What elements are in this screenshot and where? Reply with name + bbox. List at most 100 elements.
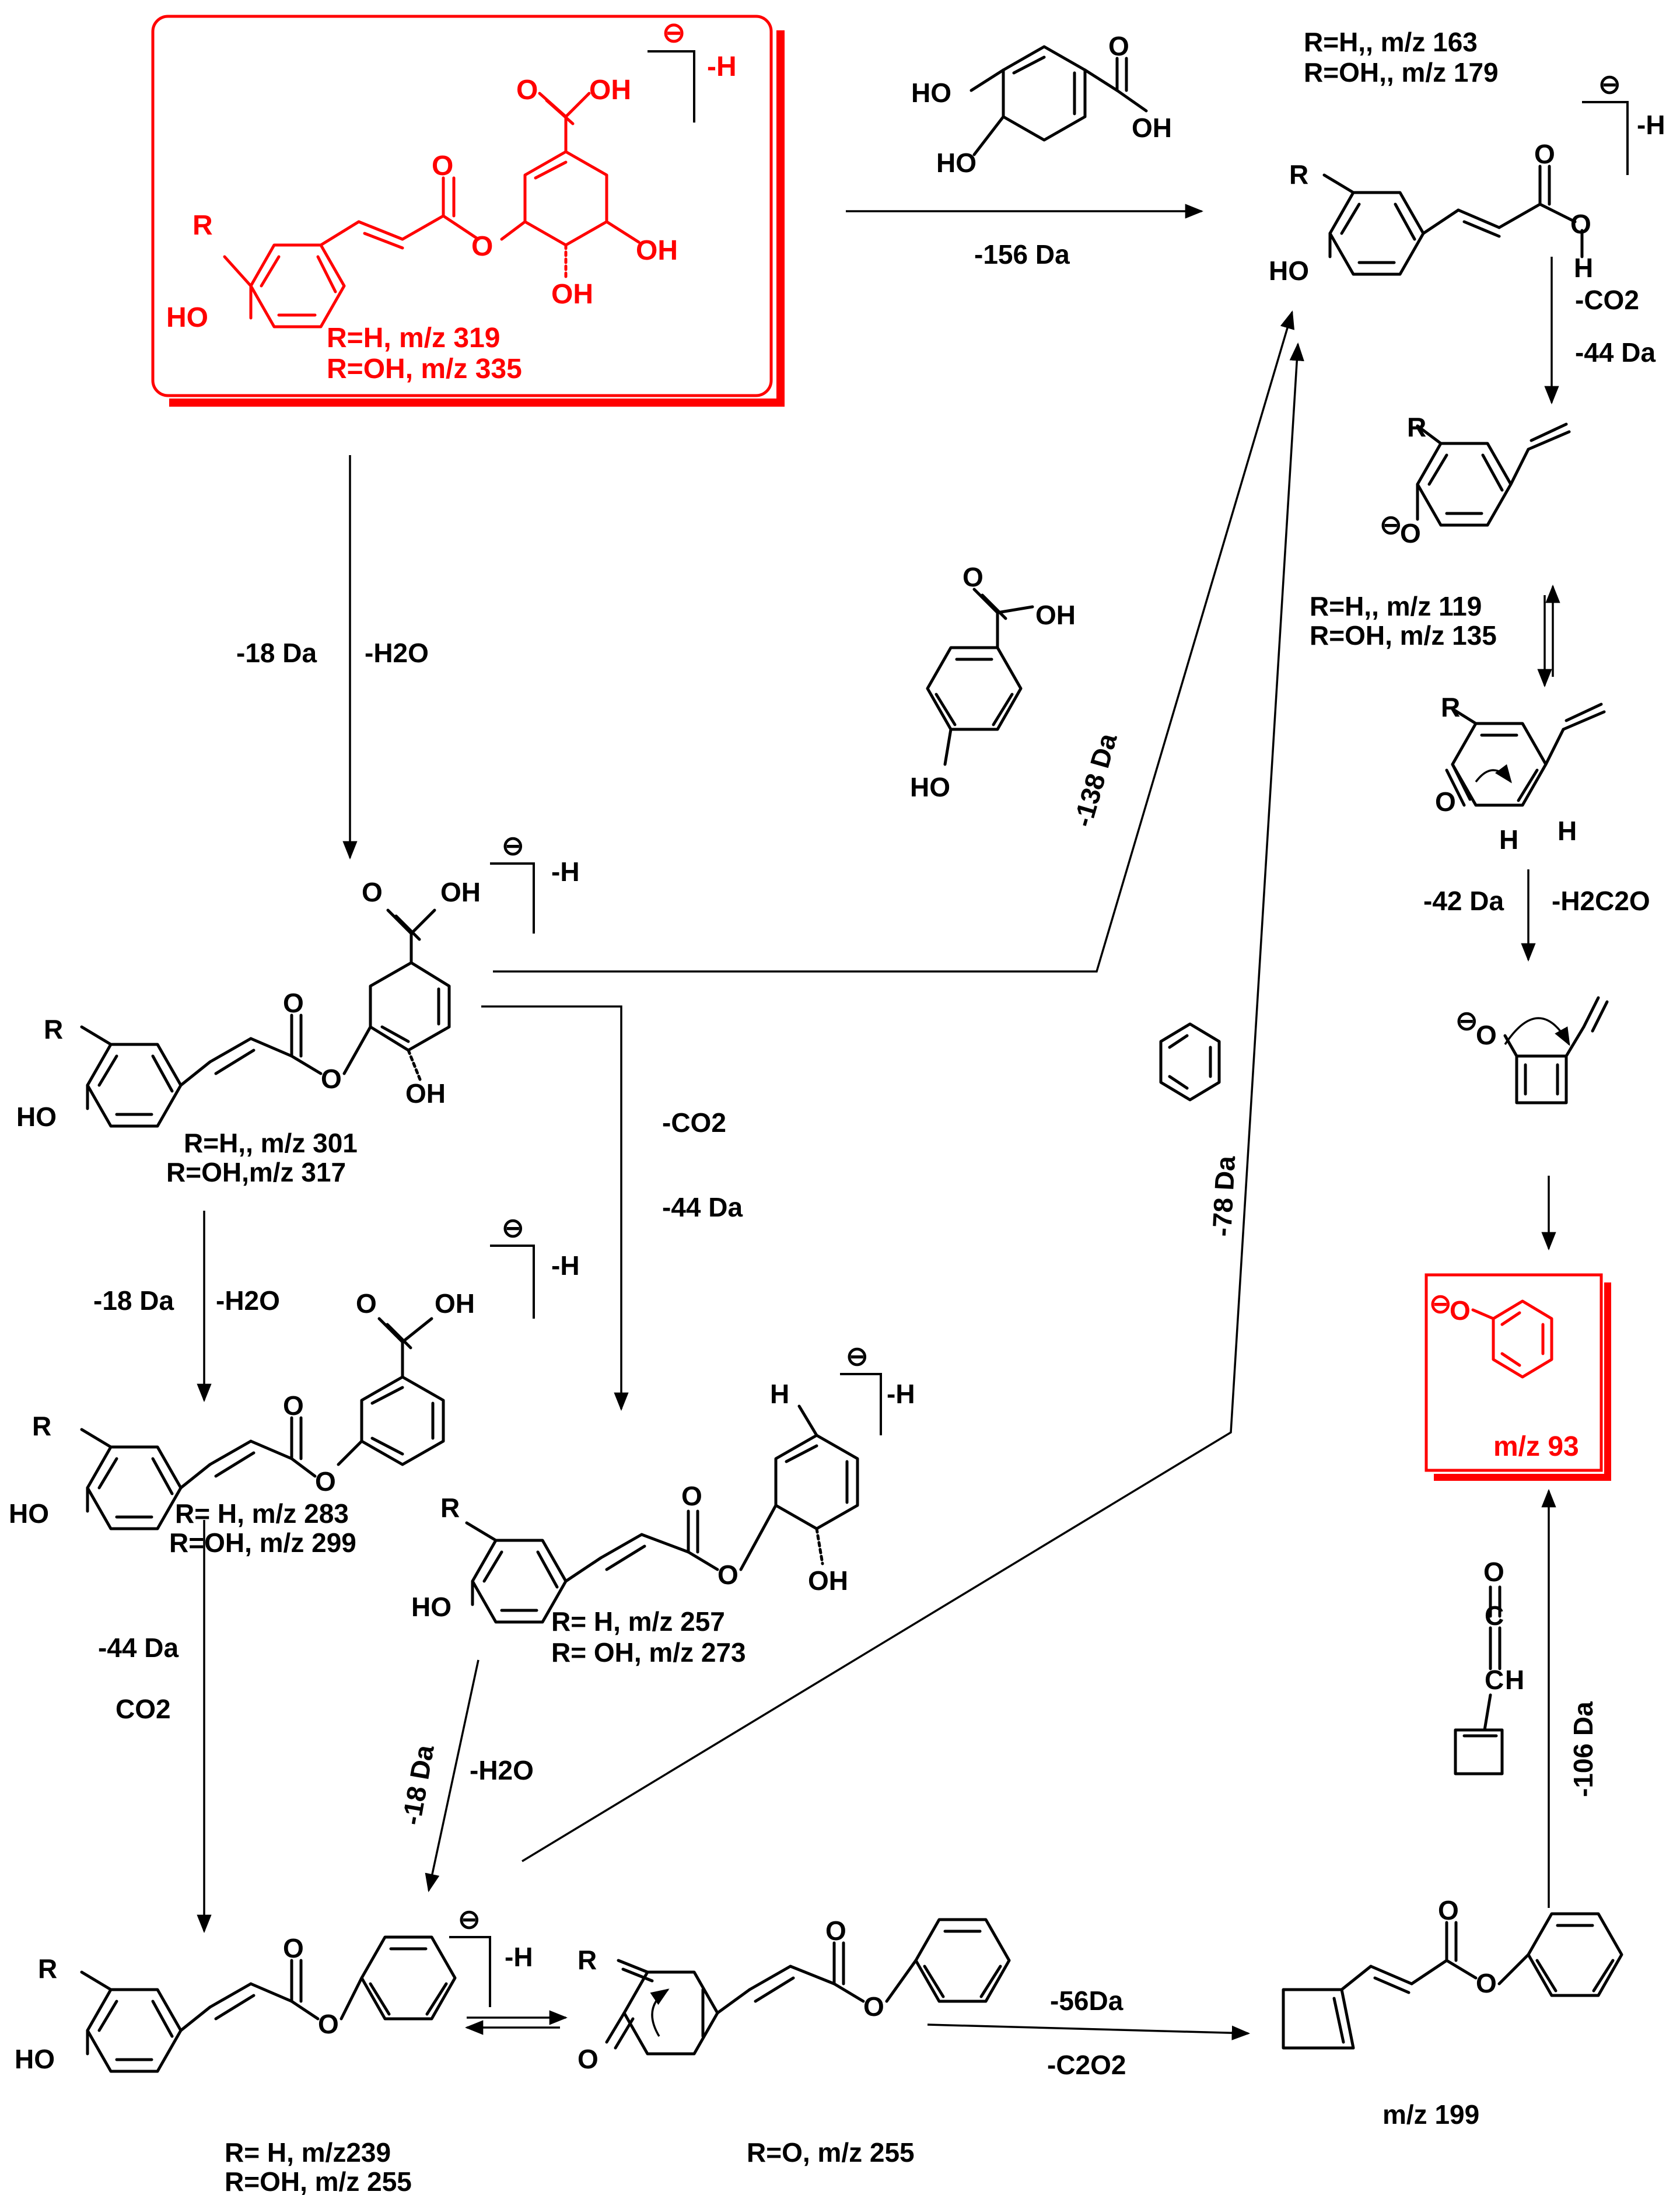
m283-r: R	[32, 1411, 51, 1441]
m199-label: m/z 199	[1382, 2099, 1479, 2130]
m301-ho: HO	[16, 1102, 57, 1132]
m257-label-oh: R= OH, m/z 273	[551, 1637, 746, 1668]
phenolate-structure	[1471, 1299, 1553, 1379]
co2-b-label: -CO2	[662, 1107, 726, 1138]
m239-label-h: R= H, m/z239	[225, 2137, 391, 2168]
precursor-ester-o: O	[471, 231, 493, 262]
m255-r: R	[578, 1945, 597, 1975]
m239-r: R	[38, 1953, 57, 1984]
m257-ester-o: O	[718, 1560, 738, 1590]
precursor-box	[151, 15, 785, 407]
qm-o: O	[1435, 787, 1456, 817]
loss-78-label: -78 Da	[1206, 1155, 1241, 1238]
loss-42-label: -42 Da	[1423, 886, 1504, 916]
cyclobutadiene-structure	[1503, 996, 1609, 1105]
acid-structure	[1322, 165, 1584, 276]
precursor-charge: ⊖	[662, 18, 685, 48]
m199-structure	[1282, 1912, 1623, 2050]
styrene-o: O	[1400, 518, 1421, 548]
final-o: O	[1450, 1295, 1471, 1326]
m239-ho: HO	[15, 2044, 55, 2074]
qm-h1: H	[1499, 824, 1518, 855]
m255-o: O	[578, 2044, 598, 2074]
m283-label-oh: R=OH, m/z 299	[169, 1528, 356, 1558]
precursor-oh-2: OH	[551, 279, 593, 310]
precursor-label-oh: R=OH, m/z 335	[327, 354, 522, 385]
final-box	[1424, 1273, 1611, 1481]
m257-oh: OH	[808, 1565, 848, 1596]
m283-ester-o: O	[315, 1466, 336, 1497]
final-charge: ⊖	[1429, 1288, 1452, 1319]
acid-h: H	[1574, 253, 1593, 283]
qm-h2: H	[1558, 816, 1577, 846]
arrow-56	[927, 2023, 1251, 2040]
c2o2-label: -C2O2	[1047, 2050, 1126, 2080]
acid-label-oh: R=OH,, m/z 179	[1304, 57, 1499, 88]
cb-o: O	[1476, 1020, 1497, 1050]
benzene-structure	[1159, 1022, 1221, 1102]
hydroxybenzoic-structure	[926, 588, 1034, 766]
ketene-h: H	[1505, 1665, 1524, 1695]
precursor-ho-label: HO	[166, 302, 208, 333]
acid-label-h: R=H,, m/z 163	[1304, 27, 1478, 57]
m239-structure	[80, 1935, 457, 2073]
m257-ho: HO	[411, 1592, 452, 1622]
m283-ho: HO	[9, 1498, 49, 1529]
co2-a-label: -CO2	[1575, 285, 1639, 315]
styrene-r: R	[1407, 412, 1426, 442]
precursor-acid-o: O	[516, 75, 538, 106]
m257-minus-h: -H	[887, 1379, 915, 1409]
m283-acid-oh: OH	[435, 1288, 475, 1319]
arrow-18c	[425, 1659, 480, 1893]
acid-oh-o: O	[1570, 209, 1591, 239]
n156-oh: OH	[1132, 113, 1172, 143]
ketene-ch: C	[1485, 1665, 1504, 1695]
m301-minus-h: -H	[551, 857, 580, 887]
m301-ester-o: O	[321, 1064, 342, 1094]
loss-18b-label: -18 Da	[93, 1285, 174, 1316]
m255-structure	[605, 1918, 1011, 2056]
acid-charge: ⊖	[1598, 69, 1621, 99]
h2o-b-label: -H2O	[216, 1285, 280, 1316]
h2o-a-label: -H2O	[365, 638, 429, 668]
loss-18c-label: -18 Da	[396, 1742, 440, 1827]
m283-acid-o: O	[356, 1288, 377, 1319]
n156-o: O	[1108, 31, 1129, 61]
m257-label-h: R= H, m/z 257	[551, 1606, 725, 1637]
m283-minus-h: -H	[551, 1250, 580, 1281]
m239-co: O	[283, 1933, 304, 1963]
m283-label-h: R= H, m/z 283	[175, 1498, 349, 1529]
precursor-r-label: R	[192, 210, 213, 241]
ketene-o: O	[1483, 1557, 1504, 1587]
m301-charge: ⊖	[502, 830, 524, 861]
loss-156-label: -156 Da	[974, 239, 1070, 270]
m239-label-oh: R=OH, m/z 255	[225, 2166, 412, 2195]
loss-18a-label: -18 Da	[236, 638, 317, 668]
m301-acid-oh: OH	[440, 877, 481, 907]
m301-co: O	[283, 988, 304, 1018]
m283-co: O	[283, 1390, 304, 1421]
n156-ho-2: HO	[936, 148, 977, 178]
m255-co: O	[825, 1916, 846, 1946]
m301-acid-o: O	[362, 877, 383, 907]
m257-co: O	[681, 1481, 702, 1511]
m301-oh: OH	[405, 1078, 446, 1109]
hba-o: O	[963, 562, 984, 592]
m257-structure	[465, 1404, 859, 1624]
h2c2o-label: -H2C2O	[1552, 886, 1650, 916]
acid-ho: HO	[1269, 256, 1309, 286]
loss-44c-label: -44 Da	[98, 1633, 178, 1663]
loss-138-label: -138 Da	[1068, 730, 1123, 830]
co2-c-label: CO2	[116, 1694, 171, 1724]
precursor-carbonyl-o: O	[432, 151, 453, 181]
precursor-acid-oh: OH	[589, 75, 631, 106]
m301-structure	[80, 908, 451, 1128]
loss-44b-label: -44 Da	[662, 1192, 743, 1222]
cb-charge: ⊖	[1455, 1005, 1478, 1036]
quinone-methide-structure	[1445, 702, 1606, 807]
final-label: m/z 93	[1493, 1431, 1579, 1462]
n156-ho-1: HO	[911, 78, 951, 108]
m199-ester-o: O	[1476, 1968, 1497, 1998]
m283-charge: ⊖	[502, 1212, 524, 1243]
